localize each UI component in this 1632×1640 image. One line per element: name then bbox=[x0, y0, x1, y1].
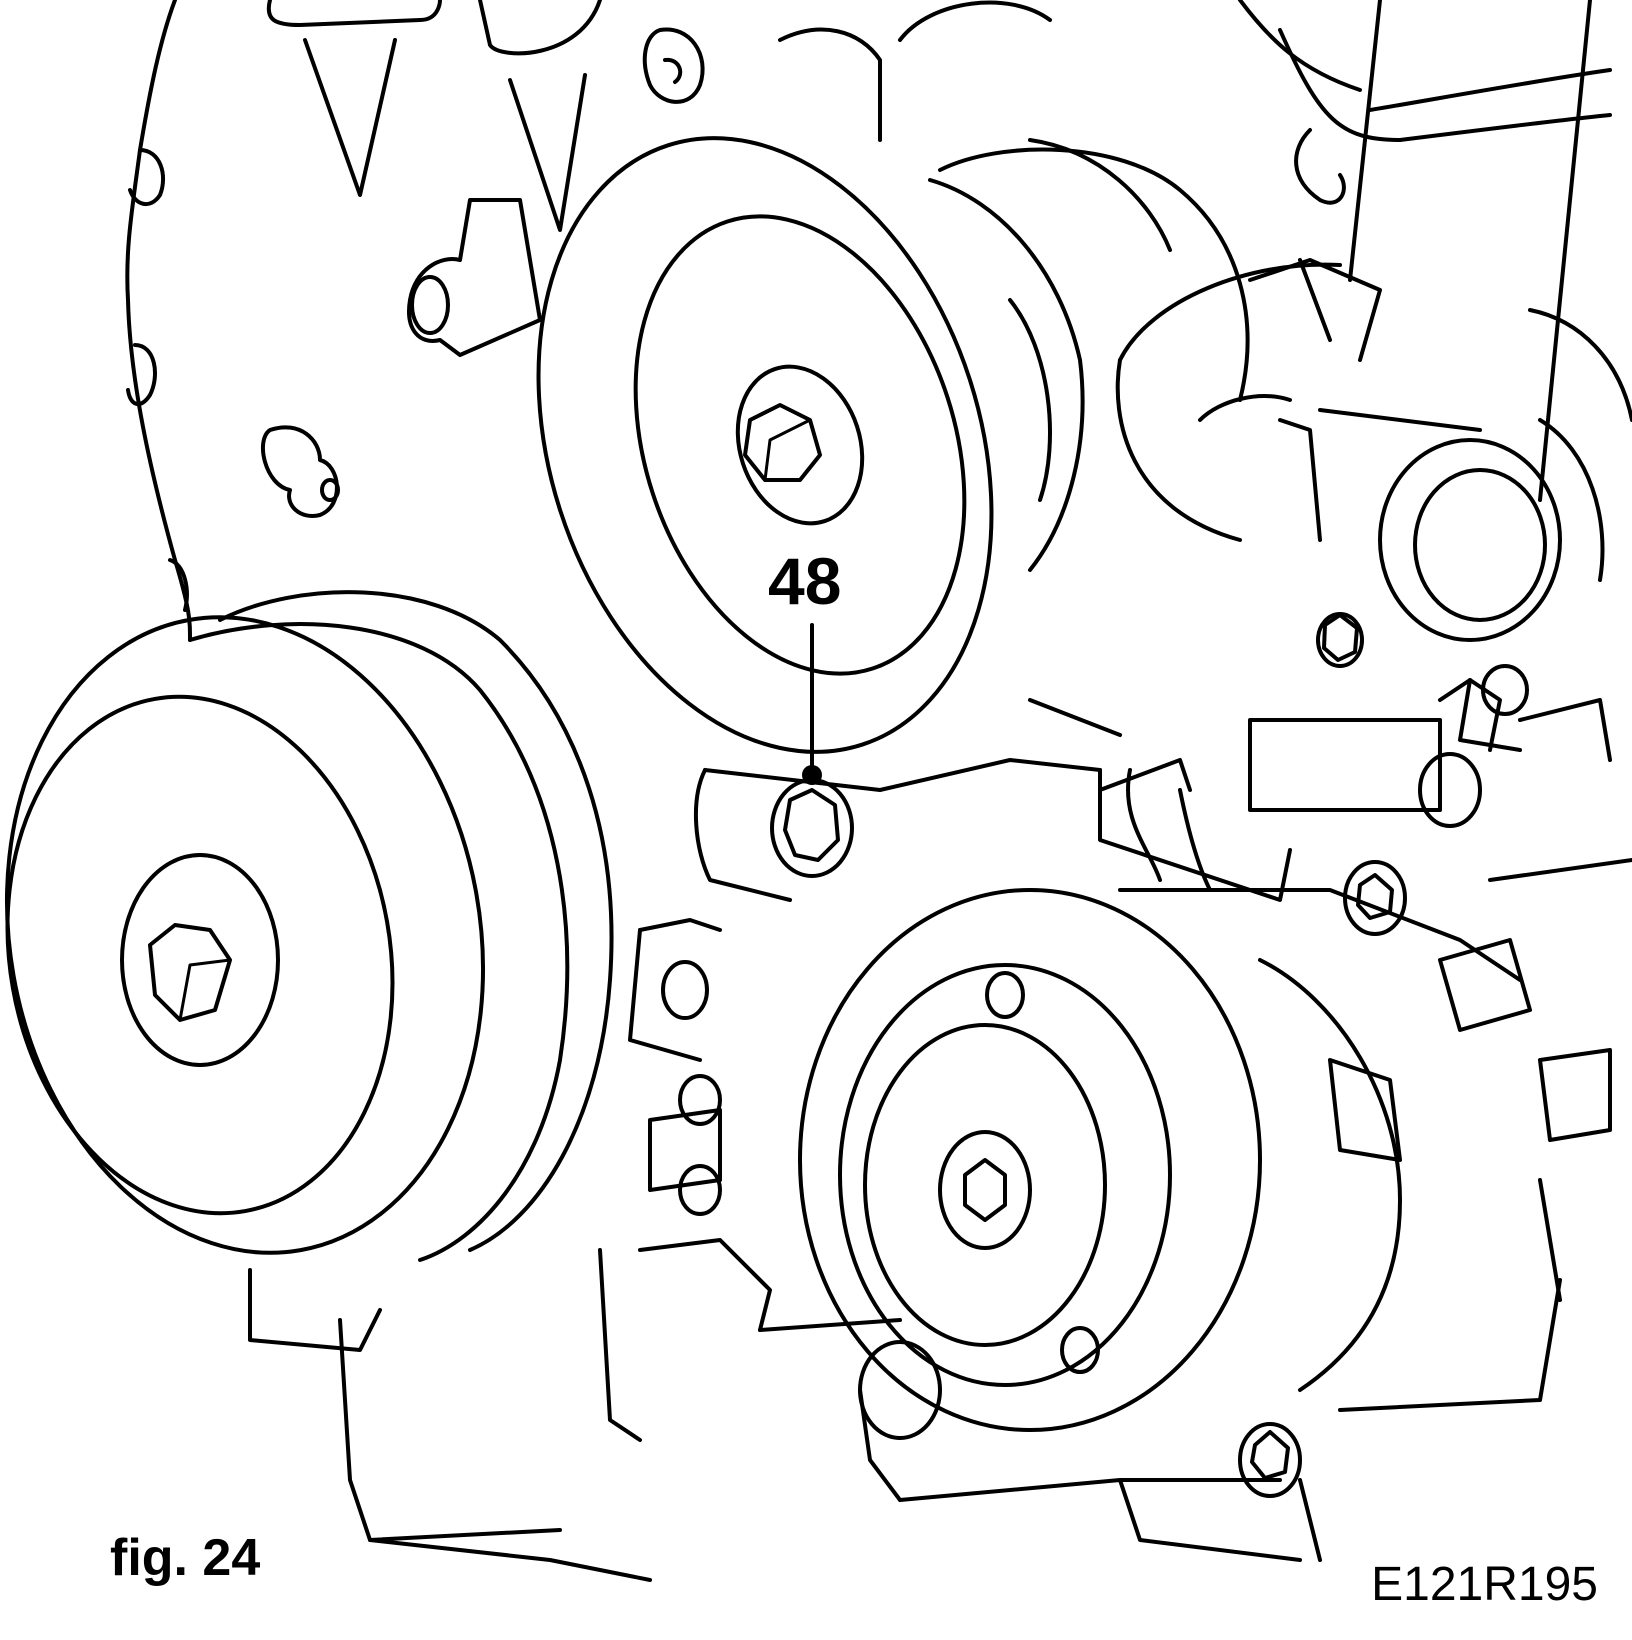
upper-pulley bbox=[536, 136, 1250, 754]
oil-pan bbox=[338, 1074, 1562, 1582]
ac-compressor bbox=[798, 860, 1612, 1498]
crankshaft-pulley bbox=[4, 590, 614, 1352]
callout-number: 48 bbox=[768, 544, 842, 618]
callout-leader bbox=[802, 623, 822, 785]
image-reference-code: E121R195 bbox=[1371, 1558, 1598, 1611]
compressor-bracket bbox=[1098, 612, 1632, 902]
tensioner-bracket bbox=[628, 698, 1122, 1062]
thermostat-housing bbox=[1318, 308, 1632, 642]
coolant-hose bbox=[1115, 28, 1612, 542]
figure-caption: fig. 24 bbox=[110, 1529, 261, 1587]
timing-cover bbox=[125, 0, 1592, 642]
